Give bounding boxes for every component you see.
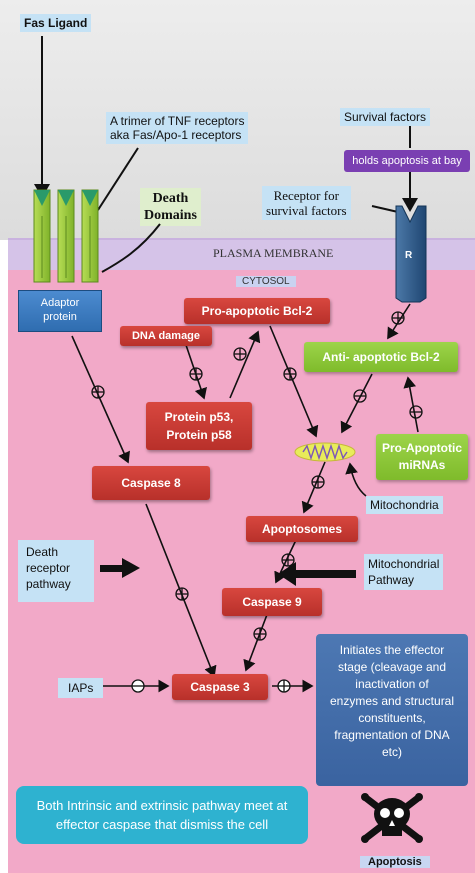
- p53-line1: Protein p53,: [164, 410, 234, 424]
- adaptor-line2: protein: [43, 311, 77, 323]
- summary-box: Both Intrinsic and extrinsic pathway mee…: [16, 786, 308, 844]
- tnf-pointer-line: [97, 147, 139, 211]
- anti-apoptotic-bcl2-box: Anti- apoptotic Bcl-2: [304, 342, 458, 372]
- tnf-trimer-label: A trimer of TNF receptors aka Fas/Apo-1 …: [106, 112, 249, 144]
- survival-receptor: [395, 205, 427, 303]
- mito-pathway-line2: Pathway: [368, 573, 415, 587]
- receptor-label-pointer: [371, 205, 399, 213]
- death-receptor-line1: Death: [26, 545, 59, 559]
- effector-stage-box: Initiates the effector stage (cleavage a…: [316, 634, 468, 786]
- summary-line2: effector caspase that dismiss the cell: [55, 817, 269, 832]
- mito-label-pointer: [345, 462, 367, 497]
- receptor-r-label: R: [405, 250, 413, 261]
- effector-line-1: stage (cleavage and: [337, 660, 447, 674]
- effector-line-2: inactivation of: [355, 677, 429, 691]
- left-margin: [0, 240, 8, 873]
- apoptosis-label: Apoptosis: [360, 856, 430, 868]
- mitochondrial-pathway-arrow: [278, 562, 356, 586]
- mirna-line1: Pro-Apoptotic: [382, 441, 462, 455]
- fas-ligand-label: Fas Ligand: [20, 14, 92, 32]
- dna-damage-to-p53-arrow: [185, 344, 207, 400]
- holds-apoptosis-box: holds apoptosis at bay: [344, 150, 470, 172]
- tnf-receptor-trimer: [33, 189, 99, 283]
- effector-line-3: enzymes and structural: [329, 694, 455, 708]
- adaptor-line1: Adaptor: [40, 297, 80, 309]
- iaps-label: IAPs: [58, 678, 104, 698]
- death-domains-label: Death Domains: [140, 188, 201, 226]
- death-receptor-line3: pathway: [26, 577, 71, 591]
- caspase3-box: Caspase 3: [172, 674, 268, 700]
- mito-pathway-line1: Mitochondrial: [368, 557, 440, 571]
- survival-factors-label: Survival factors: [340, 108, 431, 126]
- adaptor-to-caspase8-arrow: [71, 335, 130, 464]
- p53-line2: Protein p58: [166, 428, 232, 442]
- death-receptor-pathway-arrow: [100, 558, 140, 578]
- caspase8-to-caspase3-arrow: [145, 503, 217, 678]
- effector-line-5: fragmentation of DNA: [334, 728, 450, 742]
- effector-line-4: constituents,: [358, 711, 426, 725]
- death-domains-line1: Death: [152, 191, 189, 206]
- receptor-survival-label: Receptor for survival factors: [262, 186, 351, 220]
- apoptosome-to-caspase9-arrow: [274, 539, 297, 584]
- caspase9-to-caspase3-arrow: [243, 611, 269, 672]
- proapoptotic-to-mito-arrow: [269, 325, 319, 438]
- death-domains-pointer: [101, 223, 161, 273]
- death-domains-line2: Domains: [144, 208, 197, 223]
- summary-line1: Both Intrinsic and extrinsic pathway mee…: [36, 798, 288, 813]
- effector-line-0: Initiates the effector: [339, 643, 445, 657]
- receptor-line2: survival factors: [266, 203, 347, 218]
- mirna-line2: miRNAs: [398, 458, 446, 472]
- plasma-membrane-label: PLASMA MEMBRANE: [213, 246, 334, 260]
- mirna-to-antiapoptotic-arrow: [403, 376, 419, 433]
- p53-to-proapoptotic-arrow: [229, 330, 261, 399]
- receptor-line1: Receptor for: [273, 188, 339, 203]
- antiapoptotic-to-mito-arrow: [340, 373, 373, 434]
- death-receptor-line2: receptor: [26, 561, 71, 575]
- skull-icon: [361, 793, 423, 843]
- adaptor-protein-box: Adaptor protein: [18, 290, 102, 332]
- receptor-1-notch: [34, 190, 50, 206]
- mitochondria-label: Mitochondria: [366, 496, 443, 514]
- caspase9-box: Caspase 9: [222, 588, 322, 616]
- effector-line-6: etc): [381, 745, 402, 759]
- apoptosomes-box: Apoptosomes: [246, 516, 358, 542]
- cytosol-label: CYTOSOL: [236, 276, 296, 287]
- pro-apoptotic-bcl2-box: Pro-apoptotic Bcl-2: [184, 298, 330, 324]
- receptor-2-notch: [58, 190, 74, 206]
- pro-apoptotic-mirna-box: Pro-Apoptotic miRNAs: [376, 434, 468, 480]
- caspase8-box: Caspase 8: [92, 466, 210, 500]
- death-receptor-pathway-label: Death receptor pathway: [18, 540, 94, 602]
- mitochondrial-pathway-label: Mitochondrial Pathway: [364, 554, 444, 590]
- receptor-to-antiapoptotic-arrow: [387, 303, 411, 340]
- dna-damage-box: DNA damage: [120, 326, 212, 346]
- tnf-trimer-line1: A trimer of TNF receptors: [110, 114, 245, 128]
- receptor-3-notch: [82, 190, 98, 206]
- protein-p53-box: Protein p53, Protein p58: [146, 402, 252, 450]
- tnf-trimer-line2: aka Fas/Apo-1 receptors: [110, 128, 242, 142]
